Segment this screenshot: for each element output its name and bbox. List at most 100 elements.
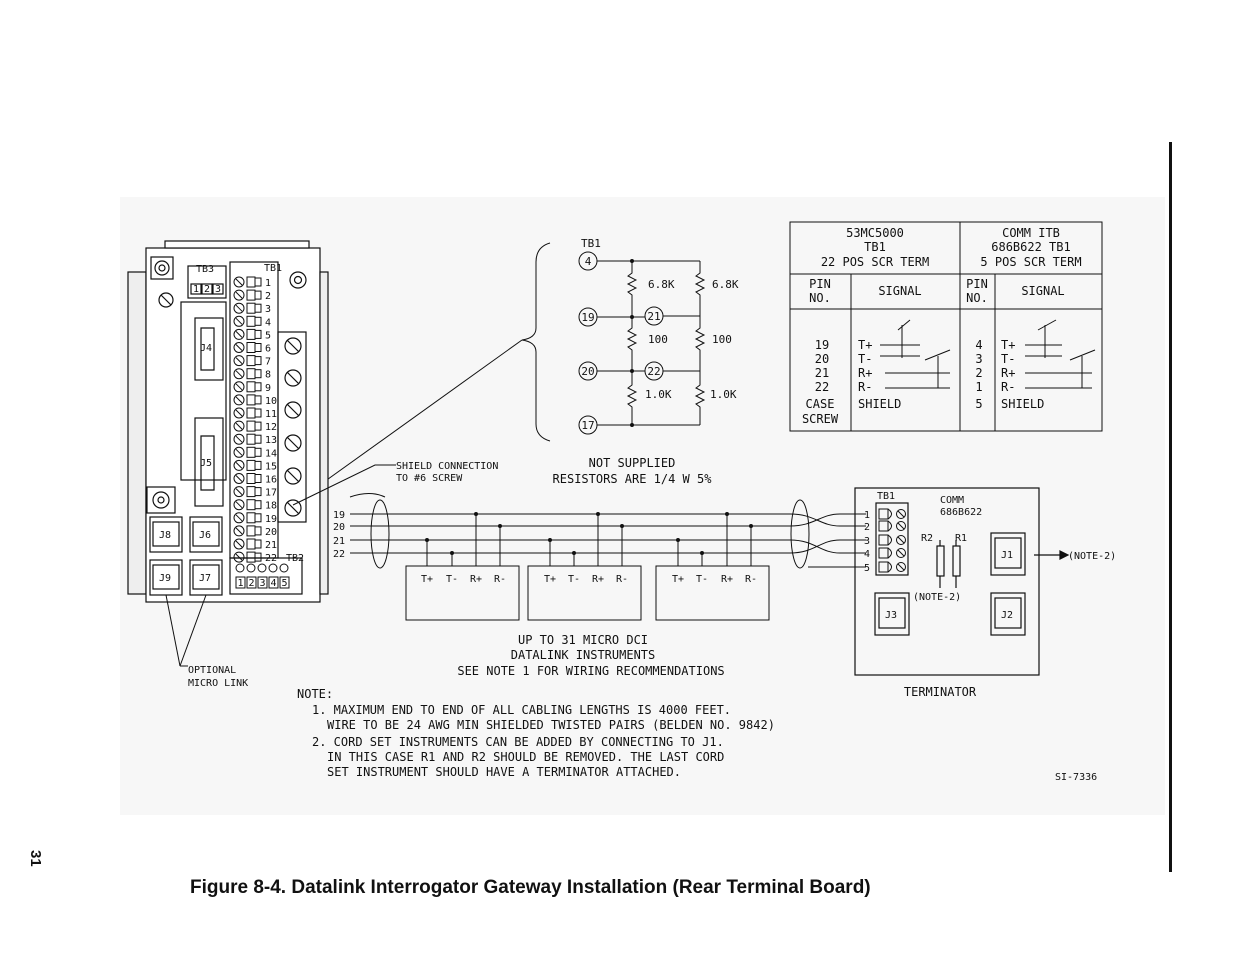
terminator-tb-label: TB1 xyxy=(877,491,895,502)
tb1-screw xyxy=(233,486,245,498)
tb1-term-number: 16 xyxy=(265,475,277,486)
left-pin: 21 xyxy=(815,366,829,380)
terminator-clamp xyxy=(878,561,889,573)
tb1-screw-slot xyxy=(235,462,243,469)
jack-j1-label: J1 xyxy=(1001,550,1013,561)
node-label: 4 xyxy=(585,255,592,268)
tb1-clamp-tab xyxy=(254,343,262,352)
tb1-clamp-tab xyxy=(254,552,262,562)
left-pin: 22 xyxy=(815,380,829,394)
tb1-screw xyxy=(233,420,245,432)
tb1-screw xyxy=(233,551,245,563)
tb1-clamp-tab xyxy=(254,356,262,366)
terminator-clamp-arc xyxy=(887,534,892,546)
instrument-box xyxy=(655,565,770,621)
tb2-screw xyxy=(257,563,267,573)
tb1-clamp-tab xyxy=(254,487,262,497)
tb1-clamp-tab xyxy=(254,395,262,405)
jack-j2 xyxy=(990,592,1026,636)
tb1-term-number: 19 xyxy=(265,514,277,525)
instrument-signal: T+ xyxy=(421,574,433,585)
right-signal: SHIELD xyxy=(1001,397,1044,411)
resistor-labels: TB1 4 19 21 20 22 17 6.8K 6.8K 100 100 1… xyxy=(581,237,739,432)
tb3-term: 1 xyxy=(193,284,199,295)
instrument-signal: T+ xyxy=(544,574,556,585)
terminator-comm-label: 686B622 xyxy=(940,507,982,518)
tb1-screw-slot xyxy=(235,344,243,351)
leader-lines xyxy=(165,464,396,667)
instrument-box xyxy=(405,565,520,621)
tb2-label: TB2 xyxy=(286,553,304,564)
tb1-clamp-tab xyxy=(254,513,262,523)
tb1-screw-slot xyxy=(235,304,243,312)
tb2-screw xyxy=(279,563,289,573)
tb1-screw xyxy=(233,328,245,340)
tb1-clamp-tab xyxy=(254,460,262,470)
left-header-tb: TB1 xyxy=(864,240,886,254)
terminal-screw-slot xyxy=(286,436,300,450)
connector-j4: J4 xyxy=(200,343,212,354)
tb1-clamp-tab xyxy=(254,447,262,457)
tb2-term-number: 2 xyxy=(248,578,254,589)
tb2-screw xyxy=(268,563,278,573)
left-signal-col-header: SIGNAL xyxy=(878,284,921,298)
terminal-screw-slot xyxy=(286,339,300,353)
tb1-screw xyxy=(233,446,245,458)
right-screw-column xyxy=(284,337,302,517)
tb1-clamp-tab xyxy=(254,277,262,287)
bus-line-label: 19 xyxy=(333,510,345,521)
tb2-clamp xyxy=(268,576,279,589)
signal-table xyxy=(789,221,1103,432)
terminator-screw-slot xyxy=(897,563,905,571)
tb1-clamp-tab xyxy=(254,500,262,510)
note-line: WIRE TO BE 24 AWG MIN SHIELDED TWISTED P… xyxy=(327,718,775,732)
resistor-value: 1.0K xyxy=(645,388,672,401)
resistor-note-line: RESISTORS ARE 1/4 W 5% xyxy=(553,472,713,486)
right-signal: T+ xyxy=(1001,338,1015,352)
figure-caption: Figure 8-4. Datalink Interrogator Gatewa… xyxy=(190,877,871,898)
instrument-signal: T- xyxy=(568,574,580,585)
left-signal: R+ xyxy=(858,366,872,380)
node-label: 17 xyxy=(581,419,594,432)
instruments-label-line: UP TO 31 MICRO DCI xyxy=(518,633,648,647)
tb1-clamp-tab xyxy=(254,303,262,313)
tb1-screw xyxy=(233,459,245,471)
connector-j9: J9 xyxy=(159,573,171,584)
node-label: 19 xyxy=(581,311,594,324)
node-label: 20 xyxy=(581,365,594,378)
tb1-clamp-tab xyxy=(254,434,262,444)
terminal-screw-slot xyxy=(286,403,300,417)
terminator-clamp xyxy=(878,534,889,546)
instrument-signal: R+ xyxy=(470,574,482,585)
tb3-term: 3 xyxy=(215,284,221,295)
terminator-screw xyxy=(896,548,906,558)
page-margin-bar xyxy=(1169,142,1172,872)
resistor-network xyxy=(302,242,706,498)
terminator-clamp xyxy=(878,508,889,520)
left-pin: 19 xyxy=(815,338,829,352)
terminal-screw-slot xyxy=(286,469,300,483)
tb1-screw xyxy=(233,342,245,353)
tb2-clamp xyxy=(246,576,257,589)
right-pin-col-header: PIN xyxy=(966,277,988,291)
tb1-screw-slot xyxy=(235,291,243,299)
right-signal: R+ xyxy=(1001,366,1015,380)
r2-label: R2 xyxy=(921,533,933,544)
terminal-screw xyxy=(284,401,302,419)
connector-j5: J5 xyxy=(200,458,212,469)
drawing-number: SI-7336 xyxy=(1055,772,1097,783)
tb1-clamp-tab xyxy=(254,539,262,549)
left-pin: CASE xyxy=(806,397,835,411)
note-line: 1. MAXIMUM END TO END OF ALL CABLING LEN… xyxy=(312,703,731,717)
left-signal: R- xyxy=(858,380,872,394)
terminal-screw xyxy=(284,369,302,387)
table-rows: 19 20 21 22 CASE SCREW 4 3 2 1 5 T+ T- R… xyxy=(802,338,1044,426)
bus-line-label: 22 xyxy=(333,549,345,560)
tb1-screw-slot xyxy=(235,370,243,378)
terminator-note-outer: (NOTE-2) xyxy=(1068,551,1116,562)
terminator-screw xyxy=(896,535,906,545)
shield-label-line: TO #6 SCREW xyxy=(396,473,463,484)
tb1-screw xyxy=(233,289,245,301)
left-signal: T+ xyxy=(858,338,872,352)
